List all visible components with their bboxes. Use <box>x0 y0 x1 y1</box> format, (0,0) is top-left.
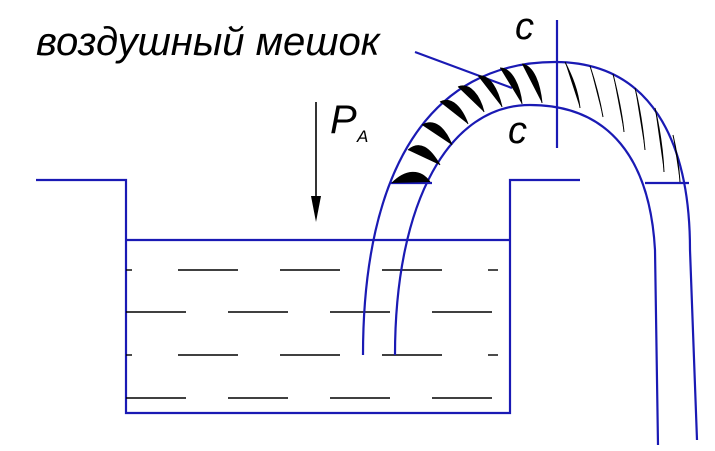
reservoir-outline <box>36 178 580 415</box>
air-pocket-hatching <box>391 61 681 184</box>
air-pocket-leader-line <box>414 50 513 90</box>
pressure-subscript: A <box>357 127 369 146</box>
siphon-inner-wall <box>393 103 660 446</box>
pressure-label: P <box>330 98 357 142</box>
water-dashes <box>126 269 498 399</box>
pressure-arrow-head <box>311 196 321 222</box>
air-pocket-label: воздушный мешок <box>36 20 380 64</box>
section-label-bottom: c <box>508 110 527 152</box>
siphon-outer-wall <box>361 60 699 441</box>
section-label-top: c <box>515 6 534 48</box>
